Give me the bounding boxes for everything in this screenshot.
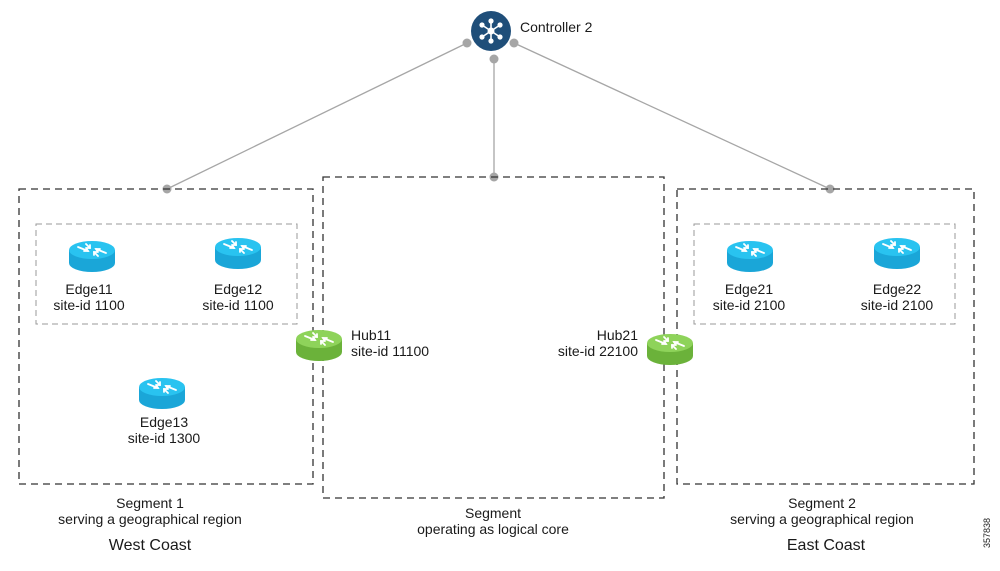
edge11-name: Edge11 — [65, 281, 113, 297]
segment-1-region: West Coast — [108, 537, 192, 554]
edge12-name: Edge12 — [213, 281, 263, 297]
controller-icon — [471, 11, 511, 51]
link-endpoints — [162, 38, 835, 194]
edge13-router-icon — [138, 377, 186, 410]
edge21-router-icon — [726, 240, 774, 273]
controller-links — [166, 42, 831, 190]
edge13-name: Edge13 — [139, 414, 189, 430]
link-to-segment-1 — [166, 42, 468, 190]
edge12-router-icon — [214, 237, 262, 270]
edge21-name: Edge21 — [724, 281, 774, 297]
edge21-site-id: site-id 2100 — [712, 297, 786, 313]
core-segment-box — [322, 176, 665, 499]
segment-2-title: Segment 2 — [788, 495, 856, 511]
edge13-site-id: site-id 1300 — [127, 430, 201, 446]
edge22-site-id: site-id 2100 — [860, 297, 934, 313]
edge-group-west — [35, 223, 298, 325]
hub11-site-id: site-id 11100 — [351, 343, 430, 359]
edge22-router-icon — [873, 237, 921, 270]
hub21-site-id: site-id 22100 — [557, 343, 638, 359]
segment-1-role: serving a geographical region — [58, 511, 242, 527]
figure-id: 357838 — [982, 517, 992, 548]
segment-1-title: Segment 1 — [116, 495, 184, 511]
segment-2-region: East Coast — [786, 537, 866, 554]
core-segment-title: Segment — [464, 505, 522, 521]
edge11-site-id: site-id 1100 — [53, 297, 125, 313]
edge12-site-id: site-id 1100 — [202, 297, 274, 313]
segment-1-box — [18, 188, 314, 485]
hub21-name: Hub21 — [596, 327, 638, 343]
segment-2-box — [676, 188, 975, 485]
hub21-router-icon — [646, 333, 694, 366]
edge-group-east — [693, 223, 956, 325]
hub11-router-icon — [295, 329, 343, 362]
edge22-name: Edge22 — [872, 281, 922, 297]
hub11-name: Hub11 — [351, 327, 392, 343]
core-segment-role: operating as logical core — [417, 521, 569, 537]
controller-label: Controller 2 — [520, 19, 593, 35]
link-to-segment-2 — [513, 42, 831, 190]
segment-2-role: serving a geographical region — [730, 511, 914, 527]
edge11-router-icon — [68, 240, 116, 273]
